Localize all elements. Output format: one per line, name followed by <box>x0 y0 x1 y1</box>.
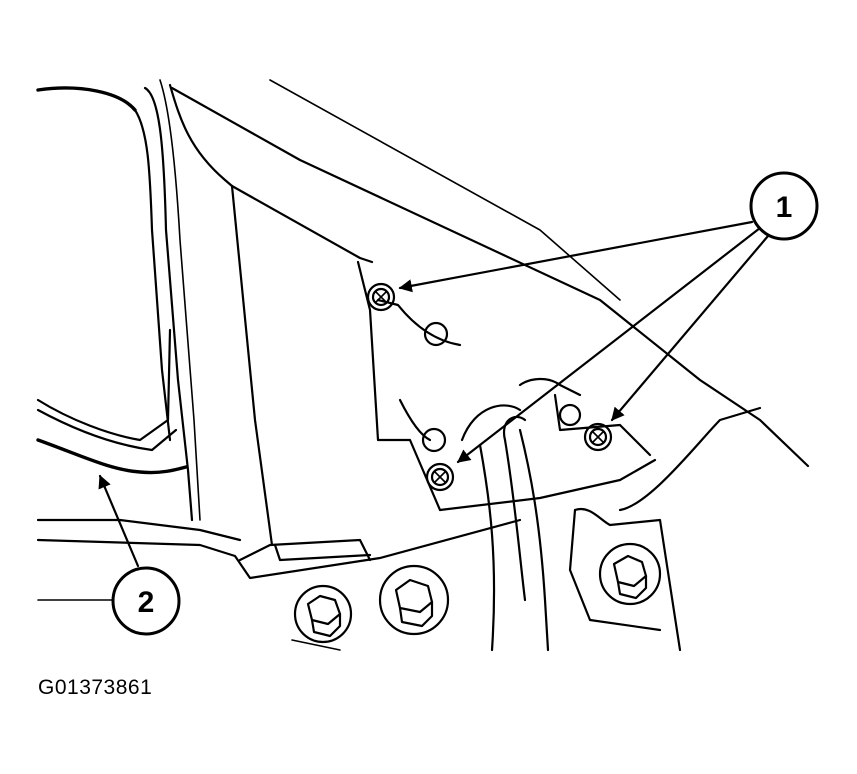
screw-middle <box>425 462 455 492</box>
callout-2: 2 <box>111 566 181 636</box>
screw-right <box>583 422 613 452</box>
callout-2-leader <box>98 474 140 568</box>
window-frame <box>36 79 201 522</box>
callout-1: 1 <box>749 171 819 241</box>
hex-bolt-right <box>598 542 662 606</box>
strap <box>478 415 550 652</box>
callout-1-label: 1 <box>776 191 793 224</box>
callout-1-leaders <box>398 220 770 464</box>
callout-2-label: 2 <box>138 586 155 619</box>
hex-bolt-middle <box>378 564 450 636</box>
screw-top <box>366 282 396 312</box>
hex-bolt-left <box>293 584 353 644</box>
hinge-bracket <box>356 260 657 512</box>
lower-bracket <box>238 507 682 652</box>
figure-code: G01373861 <box>38 676 153 699</box>
body-panel <box>36 79 810 601</box>
